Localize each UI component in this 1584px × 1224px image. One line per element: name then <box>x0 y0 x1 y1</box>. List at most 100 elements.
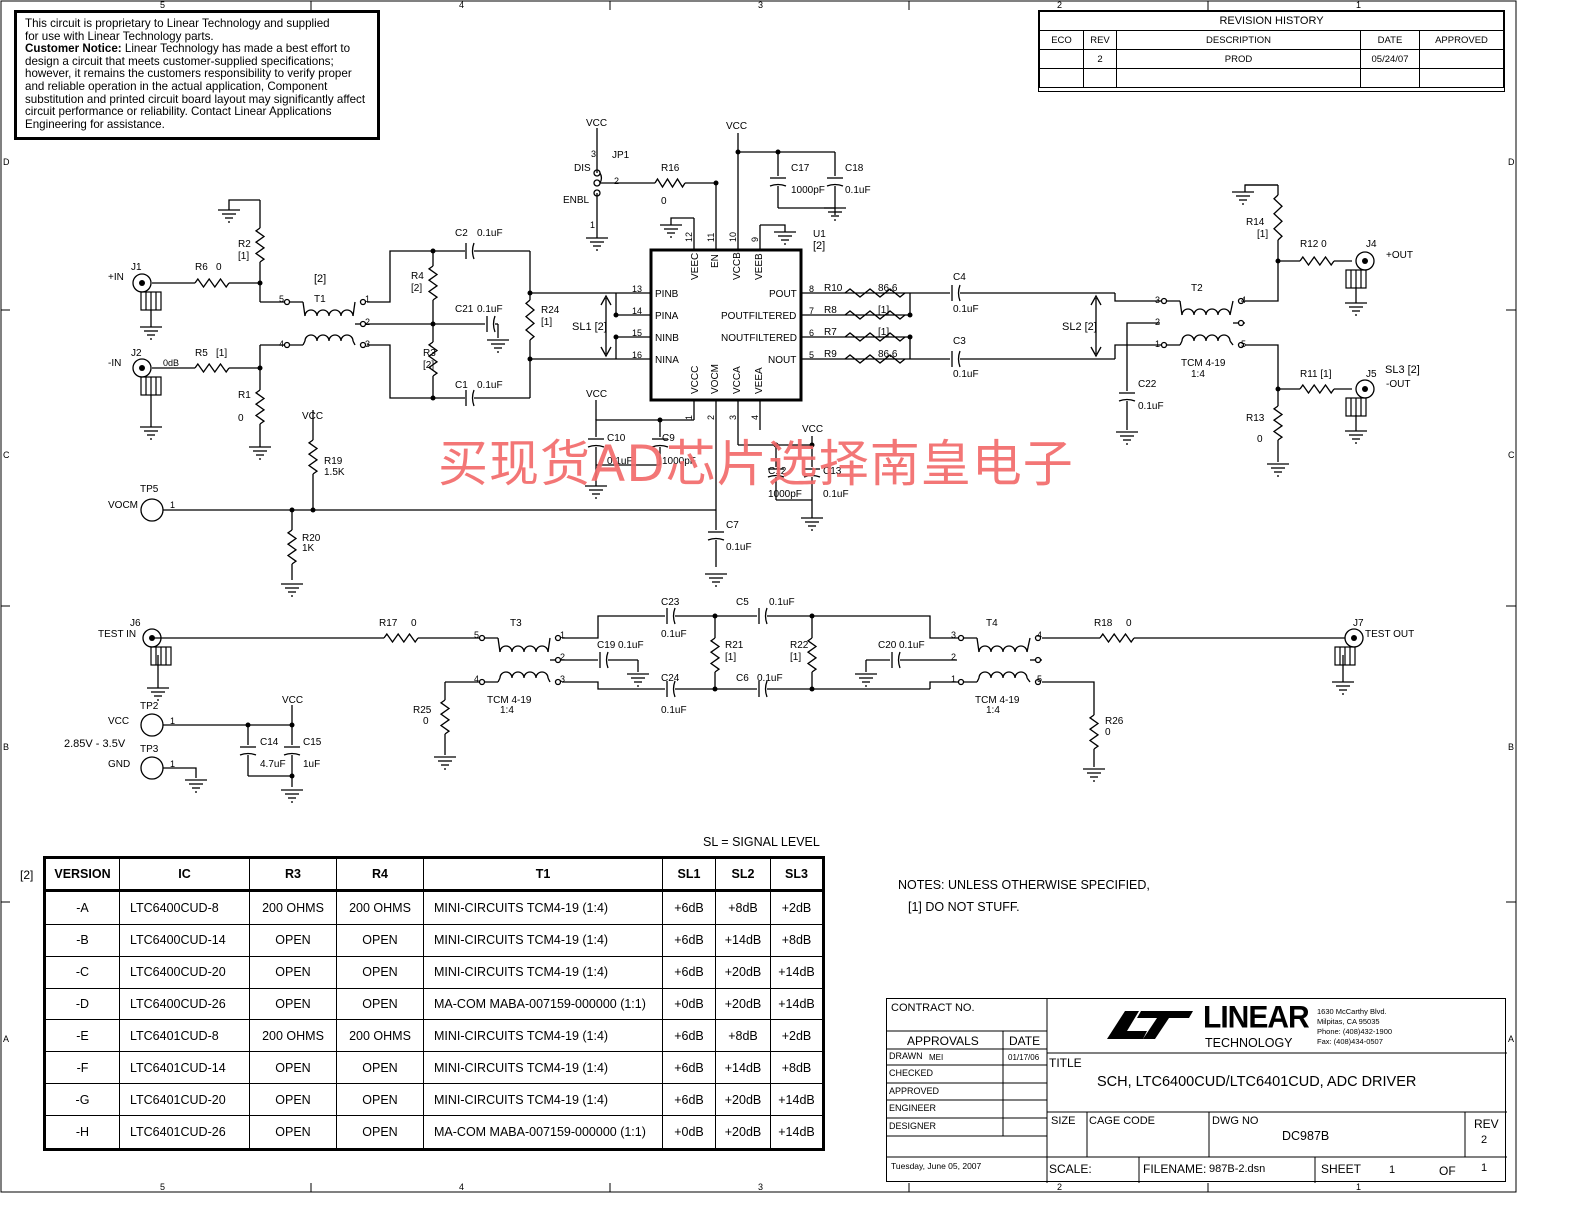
col-sl3: SL3 <box>770 857 824 892</box>
drawing-title: SCH, LTC6400CUD/LTC6401CUD, ADC DRIVER <box>1097 1074 1417 1090</box>
logo-subtitle: TECHNOLOGY <box>1205 1036 1293 1050</box>
svg-text:4.7uF: 4.7uF <box>260 759 286 770</box>
junction-dot <box>657 417 663 423</box>
resistor-symbol <box>654 177 686 189</box>
svg-text:[1]: [1] <box>238 251 249 262</box>
junction-dot <box>713 180 719 186</box>
svg-text:C18: C18 <box>845 163 864 174</box>
version-cell: +0dB <box>662 1115 716 1150</box>
rev-header-description: DESCRIPTION <box>1116 30 1361 50</box>
svg-text:0: 0 <box>216 262 222 273</box>
svg-text:0.1uF: 0.1uF <box>899 640 925 651</box>
transformer-coil <box>499 671 549 679</box>
capacitor-symbol <box>769 183 787 187</box>
version-cell: OPEN <box>249 1051 337 1085</box>
svg-text:0.1uF: 0.1uF <box>477 228 503 239</box>
svg-text:1: 1 <box>1155 339 1160 349</box>
svg-text:1:4: 1:4 <box>500 705 514 716</box>
svg-text:C6: C6 <box>736 673 749 684</box>
capacitor-symbol <box>764 607 768 625</box>
resistor-symbol <box>844 354 906 364</box>
junction-dot <box>809 686 815 692</box>
transformer-pin <box>359 341 367 349</box>
svg-text:+OUT: +OUT <box>1386 250 1413 261</box>
filename-value: 987B-2.dsn <box>1209 1163 1266 1175</box>
cage-code-label: CAGE CODE <box>1089 1115 1156 1127</box>
svg-text:R18: R18 <box>1094 618 1113 629</box>
resistor-symbol <box>1299 255 1335 267</box>
version-cell: LTC6401CUD-8 <box>119 1019 250 1053</box>
transformer-coil <box>978 671 1028 679</box>
svg-text:C14: C14 <box>260 737 279 748</box>
version-cell: +6dB <box>662 1083 716 1117</box>
grid-top-2: 2 <box>1057 0 1062 10</box>
svg-text:TCM 4-19: TCM 4-19 <box>1181 358 1226 369</box>
transformer-wire <box>302 340 306 346</box>
version-cell: OPEN <box>336 923 424 957</box>
transformer-wire <box>1026 637 1031 653</box>
svg-text:86.6: 86.6 <box>878 349 898 360</box>
test-point-icon <box>140 498 164 522</box>
rev-header-eco: ECO <box>1039 30 1084 50</box>
title-block-lines <box>887 999 1507 1183</box>
svg-text:TCM 4-19: TCM 4-19 <box>487 695 532 706</box>
ground-wire <box>1244 184 1278 192</box>
svg-text:R12 0: R12 0 <box>1300 239 1327 250</box>
transformer-wire <box>352 301 356 317</box>
of-number: 1 <box>1481 1162 1488 1174</box>
svg-text:R14: R14 <box>1246 217 1265 228</box>
transformer-pin <box>1237 341 1245 349</box>
version-cell: LTC6400CUD-26 <box>119 987 250 1021</box>
customer-notice-label: Customer Notice: <box>25 42 122 56</box>
svg-text:5: 5 <box>279 294 284 304</box>
capacitor-symbol <box>707 537 725 541</box>
svg-text:VCC: VCC <box>586 118 607 129</box>
col-r3: R3 <box>249 857 337 892</box>
svg-text:0: 0 <box>238 413 244 424</box>
version-cell: OPEN <box>336 1115 424 1150</box>
rev-header-approved: APPROVED <box>1419 30 1504 50</box>
version-cell: +14dB <box>770 955 824 989</box>
transformer-wire <box>1026 677 1031 683</box>
resistor-symbol <box>307 439 319 475</box>
svg-text:J2: J2 <box>131 348 142 359</box>
svg-text:1: 1 <box>170 759 175 769</box>
of-label: OF <box>1439 1164 1456 1178</box>
u1-ic-body <box>649 248 803 402</box>
svg-text:R19: R19 <box>324 456 343 467</box>
svg-text:12: 12 <box>684 232 694 242</box>
date-label: DATE <box>1009 1034 1041 1048</box>
transformer-coil <box>499 645 549 653</box>
col-ic: IC <box>119 857 250 892</box>
transformer-wire <box>352 340 356 346</box>
junction-dot <box>735 149 741 155</box>
svg-text:6: 6 <box>809 328 814 338</box>
grid-left-d: D <box>3 157 10 167</box>
pin-veeb: VEEB <box>754 253 765 280</box>
transformer-coil <box>1181 334 1231 342</box>
version-cell: 200 OHMS <box>336 1019 424 1053</box>
version-cell: LTC6400CUD-14 <box>119 923 250 957</box>
resistor-symbol <box>427 341 439 377</box>
title-label: TITLE <box>1049 1056 1082 1070</box>
resistor-symbol <box>1273 194 1283 241</box>
svg-text:2: 2 <box>614 176 619 186</box>
dwg-number: DC987B <box>1282 1129 1330 1143</box>
test-point-icon <box>140 756 164 780</box>
version-cell: +6dB <box>662 1051 716 1085</box>
svg-text:T1: T1 <box>314 294 326 305</box>
svg-text:TP5: TP5 <box>140 484 159 495</box>
transformer-pin <box>1160 297 1168 305</box>
svg-text:1: 1 <box>365 294 370 304</box>
version-cell: +6dB <box>662 923 716 957</box>
svg-text:J5: J5 <box>1366 369 1377 380</box>
svg-text:10: 10 <box>728 232 738 242</box>
svg-text:13: 13 <box>632 284 642 294</box>
version-bracket: [2] <box>20 868 33 882</box>
